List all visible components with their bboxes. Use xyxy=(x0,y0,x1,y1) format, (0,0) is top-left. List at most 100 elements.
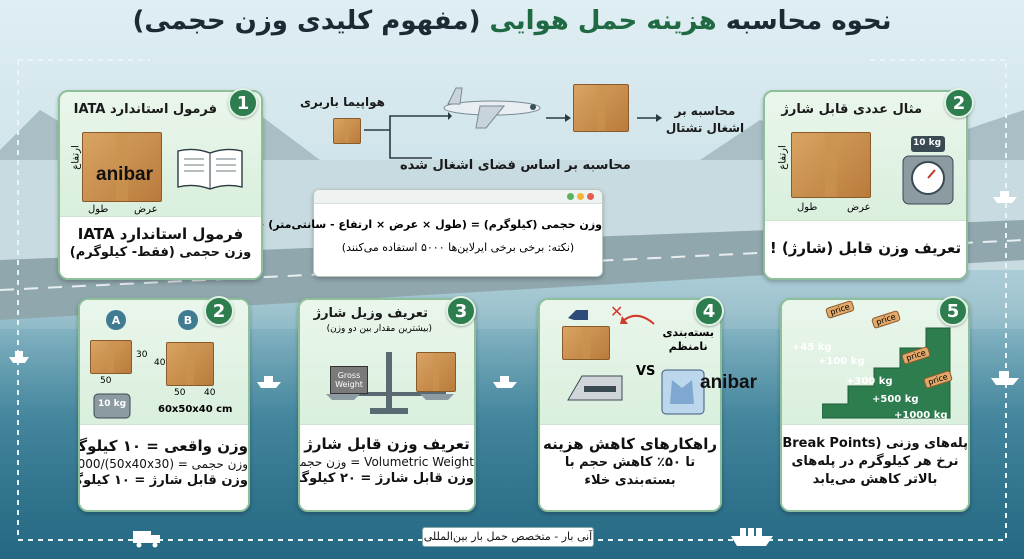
scale-label: 10 kg xyxy=(98,399,127,409)
ship-icon xyxy=(257,376,281,388)
caption-line: تعریف وزن قابل (شارژ) ! xyxy=(769,239,962,257)
window-bar xyxy=(314,190,602,204)
arrow-icon xyxy=(637,114,662,122)
formula-text: وزن حجمی (کیلوگرم) = (طول × عرض × ارتفاع… xyxy=(225,218,602,231)
cross-icon: ✕ xyxy=(610,302,624,321)
box-icon xyxy=(573,84,629,132)
caption-line: راهکارهای کاهش هزینه xyxy=(543,435,717,453)
vacuum-bag-icon xyxy=(661,369,705,415)
result-label-line: محاسبه بر xyxy=(674,104,736,118)
step-badge: 3 xyxy=(446,296,476,326)
scale-icon xyxy=(93,393,131,419)
step-label: +1000 kg xyxy=(894,410,948,421)
dimension-label: 50 xyxy=(100,376,112,386)
hand-icon xyxy=(568,310,588,320)
step-label: +45 kg xyxy=(792,342,832,353)
footer-label: آنی بار - متخصص حمل بار بین‌المللی xyxy=(422,527,594,547)
result-label-line: اشغال تشتال xyxy=(665,121,745,135)
dimension-label: عرض xyxy=(134,204,158,215)
step-badge: 4 xyxy=(694,296,724,326)
dimension-label: طول xyxy=(88,204,109,215)
box-icon xyxy=(166,342,214,386)
page-title: نحوه محاسبه هزینه حمل هوایی (مفهوم کلیدی… xyxy=(132,6,892,36)
box-icon xyxy=(791,132,871,198)
card-caption: وزن واقعی = ۱۰ کیلوگرم وزن حجمی = (50x40… xyxy=(80,424,248,510)
vacuum-sealer-icon xyxy=(567,375,623,401)
caption-line: بالاتر کاهش می‌یابد xyxy=(812,472,938,487)
dimension-label: 50 xyxy=(174,388,186,398)
formula-note: (نکته: برخی برخی ایرلاین‌ها ۵۰۰۰ استفاده… xyxy=(341,241,575,254)
ship-icon xyxy=(731,528,773,546)
card-subtitle: (بیشترین مقدار بین دو وزن) xyxy=(326,324,432,334)
gross-weight-block: Gross Weight xyxy=(330,366,368,394)
caption-line: وزن واقعی = ۱۰ کیلوگرم xyxy=(78,437,248,455)
card-caption: پله‌های وزنی (Break Points) نرخ هر کیلوگ… xyxy=(782,424,968,510)
card-break-points: +45 kg +100 kg +300 kg +500 kg +1000 kg … xyxy=(780,298,970,512)
label-b: B xyxy=(178,310,198,330)
caption-line: وزن حجمی (فقط- کیلوگرم) xyxy=(69,245,252,260)
formula-panel: وزن حجمی (کیلوگرم) = (طول × عرض × ارتفاع… xyxy=(225,189,603,277)
dot-icon xyxy=(567,193,574,200)
card-caption: راهکارهای کاهش هزینه تا ۵۰٪ کاهش حجم با … xyxy=(540,424,720,510)
caption-line: فرمول استاندارد IATA xyxy=(77,225,244,243)
dot-icon xyxy=(587,193,594,200)
card-title: فرمول استاندارد IATA xyxy=(73,102,217,117)
step-badge: 1 xyxy=(228,88,258,118)
caption-line: بسته‌بندی خلاء xyxy=(584,473,676,488)
ship-icon xyxy=(9,351,29,363)
card-iata-formula: فرمول استاندارد IATA ارتفاع طول عرض فرمو… xyxy=(58,90,263,280)
size-label: 60x50x40 cm xyxy=(158,404,233,415)
box-icon xyxy=(82,132,162,202)
branch-arrow-icon xyxy=(364,112,452,159)
dimension-label: عرض xyxy=(847,202,871,213)
box-icon xyxy=(90,340,132,374)
caption-line: پله‌های وزنی (Break Points) xyxy=(782,436,968,451)
book-icon xyxy=(177,148,243,190)
arrow-icon xyxy=(546,114,571,122)
vs-label: VS xyxy=(636,364,656,379)
open-box-icon xyxy=(562,326,610,360)
watermark: anibar xyxy=(96,164,154,185)
step-label: +300 kg xyxy=(846,376,893,387)
dimension-label: 40 xyxy=(204,388,216,398)
parcel-icon xyxy=(333,118,361,144)
card-caption: تعریف وزن قابل (شارژ) ! xyxy=(765,220,966,278)
curved-arrow-icon xyxy=(620,314,655,325)
caption-line: تعریف وزن قابل شارژ xyxy=(304,435,470,453)
ship-icon xyxy=(493,376,517,388)
dimension-label: ارتفاع xyxy=(70,145,82,170)
caption-line: وزن قابل شارژ = ۲۰ کیلوگرم! xyxy=(300,471,474,486)
card-caption: تعریف وزن قابل شارژ Volumetric Weight = … xyxy=(300,424,474,510)
card-chargeable-example: مثال عددی قابل شارژ ارتفاع طول عرض 10 kg… xyxy=(763,90,968,280)
dimension-label: 30 xyxy=(136,350,148,360)
dimension-label: ارتفاع xyxy=(777,145,789,170)
cargo-label: هواپیما باربری xyxy=(300,95,385,109)
caption-line: وزن قابل شارژ = ۱۰ کیلوگرم! xyxy=(80,473,248,488)
ship-icon xyxy=(993,191,1017,203)
truck-icon xyxy=(133,531,160,548)
dimension-label: طول xyxy=(797,202,818,213)
step-label: +500 kg xyxy=(872,394,919,405)
step-badge: 5 xyxy=(938,296,968,326)
step-label: +100 kg xyxy=(818,356,865,367)
card-numeric-example: A B 30 50 10 kg 40 50 40 60x50x40 cm وزن… xyxy=(78,298,250,512)
caption-line: نرخ هر کیلوگرم در پله‌های xyxy=(791,454,959,469)
caption-line: Volumetric Weight = وزن حجمی xyxy=(300,455,474,469)
box-icon xyxy=(416,352,456,392)
label-line: بسته‌بندی xyxy=(662,326,714,339)
balance-scale-icon xyxy=(326,352,454,414)
scale-icon xyxy=(902,136,954,205)
step-badge: 2 xyxy=(204,296,234,326)
airplane-icon xyxy=(443,87,541,129)
card-title: تعریف وزیل شارژ xyxy=(313,306,428,321)
dot-icon xyxy=(577,193,584,200)
card-cost-reduction: ✕ بسته‌بندی نامنظم VS راهکارهای کاهش هزی… xyxy=(538,298,722,512)
card-title: مثال عددی قابل شارژ xyxy=(781,102,922,117)
label-line: نامنظم xyxy=(668,340,708,353)
dimension-label: 40 xyxy=(154,358,166,368)
space-label: محاسبه بر اساس فضای اشغال شده xyxy=(400,158,631,173)
card-chargeable-definition: تعریف وزیل شارژ (بیشترین مقدار بین دو وز… xyxy=(298,298,476,512)
watermark: anibar xyxy=(700,372,758,393)
irregular-pack-label: بسته‌بندی نامنظم xyxy=(662,326,714,354)
scale-label: 10 kg xyxy=(913,138,942,148)
